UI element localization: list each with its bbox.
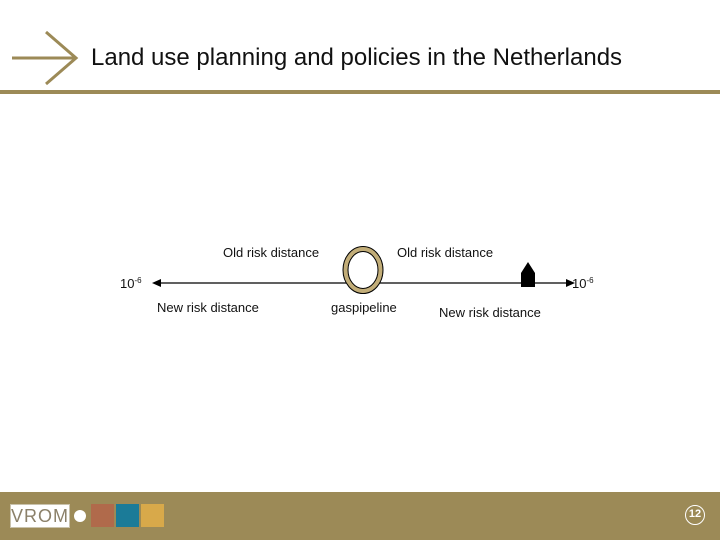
risk-level-left-base: 10	[120, 276, 135, 291]
risk-level-left: 10-6	[120, 276, 142, 291]
left-arrowhead	[152, 279, 161, 287]
risk-level-right-exp: -6	[586, 276, 594, 285]
color-square-1	[91, 504, 114, 527]
gaspipeline-label: gaspipeline	[331, 300, 397, 315]
new-risk-label-right: New risk distance	[439, 305, 541, 320]
color-square-2	[116, 504, 139, 527]
vrom-logo-text: VROM	[11, 506, 69, 526]
old-risk-label-left: Old risk distance	[223, 245, 320, 260]
gaspipeline-icon	[343, 246, 383, 294]
risk-level-right-base: 10	[572, 276, 587, 291]
old-risk-label-right: Old risk distance	[397, 245, 494, 260]
header-rule	[0, 90, 720, 94]
page-number: 12	[685, 505, 705, 525]
arrow-right-icon	[12, 30, 79, 86]
new-risk-label-left: New risk distance	[157, 300, 259, 315]
risk-level-right: 10-6	[572, 276, 594, 291]
color-square-3	[141, 504, 164, 527]
right-arrowhead	[566, 279, 575, 287]
house-icon	[521, 262, 535, 287]
logo-dot	[74, 510, 86, 522]
vrom-logo: VROM	[10, 504, 70, 528]
page-title: Land use planning and policies in the Ne…	[91, 44, 623, 71]
risk-level-left-exp: -6	[134, 276, 142, 285]
header: Land use planning and policies in the Ne…	[0, 0, 720, 100]
